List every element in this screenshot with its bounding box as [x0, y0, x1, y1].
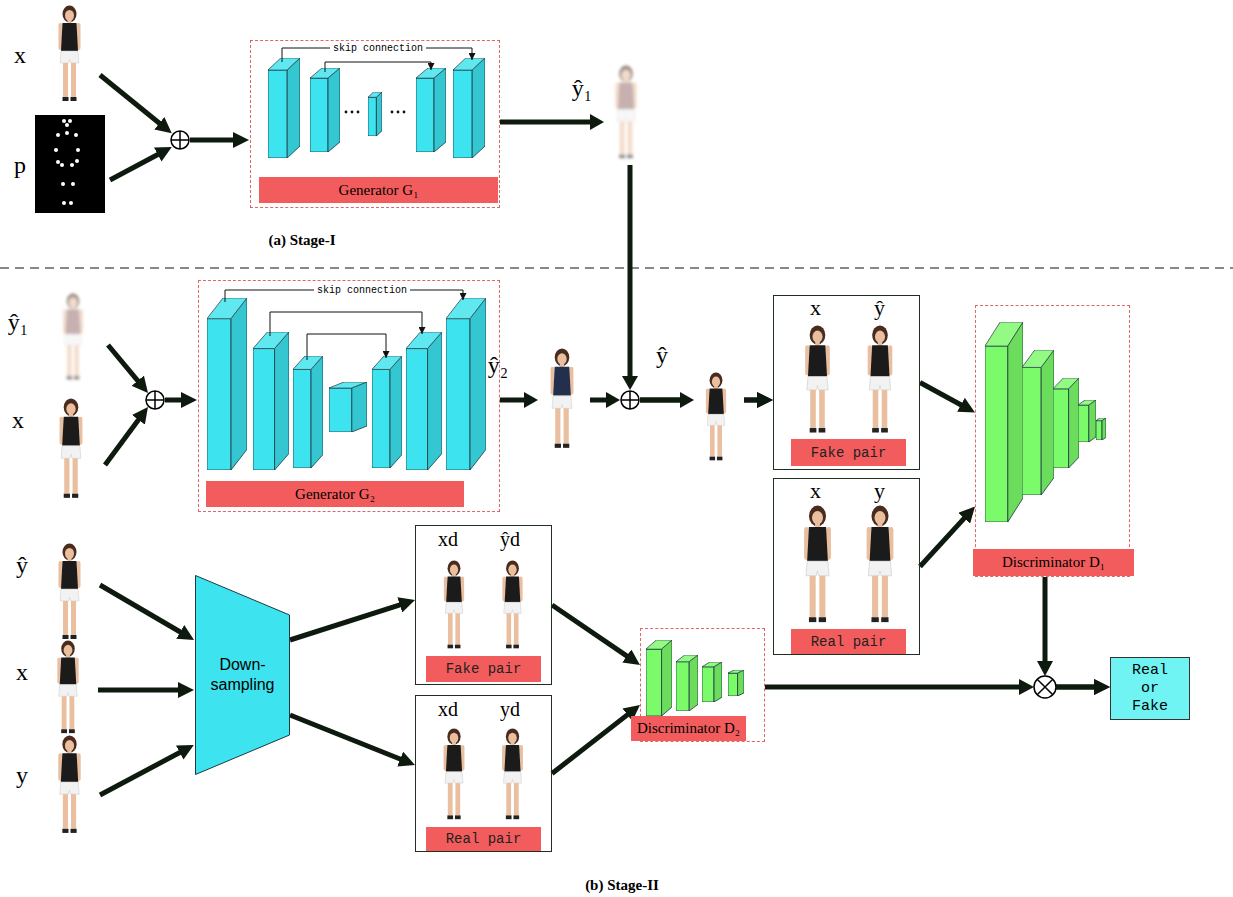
pair-label-band: Real pair — [791, 629, 906, 654]
discriminator-box: Discriminator D₁ — [975, 305, 1130, 577]
pose-map — [35, 115, 105, 213]
output-box: Real or Fake — [1110, 657, 1190, 720]
pair-label: Real pair — [426, 827, 541, 851]
image-symbol: y — [874, 480, 885, 502]
data-flow-arrow — [500, 122, 763, 400]
connection-label: skip connection — [330, 43, 426, 54]
pair-label-band: Fake pair — [791, 439, 906, 466]
pair-label-band: Real pair — [426, 827, 541, 851]
discriminator-label: Discriminator D₂ — [631, 716, 746, 741]
stage-caption: (b) Stage-II — [585, 877, 659, 894]
block-label: Down-sampling — [195, 575, 290, 775]
image-symbol: xd — [438, 699, 458, 719]
image-pair-box: x yReal pair — [773, 478, 920, 655]
ellipsis-dots — [345, 111, 406, 114]
image-label: ŷ₁ — [8, 310, 28, 334]
generator-box: Generator G₂ — [198, 280, 500, 512]
image-label: y — [16, 763, 28, 787]
image-pair-box: x ŷFake pair — [773, 295, 920, 470]
image-symbol: ŷd — [500, 529, 520, 549]
output-label: Real or Fake — [1111, 658, 1189, 719]
pair-label: Fake pair — [791, 439, 906, 466]
image-label: ŷ — [656, 343, 668, 367]
image-label: x — [16, 660, 28, 684]
image-label: p — [14, 153, 26, 177]
product-symbol — [1034, 676, 1056, 698]
stage-divider — [0, 268, 1233, 269]
discriminator-box: Discriminator D₂ — [640, 628, 765, 742]
skip-connection-lines — [225, 48, 472, 360]
data-flow-arrow — [552, 711, 632, 773]
connection-label: skip connection — [314, 285, 410, 296]
pair-label-band: Fake pair — [426, 656, 541, 682]
data-flow-arrow — [920, 383, 966, 408]
generator-box: Generator G₁ — [250, 40, 500, 208]
image-label: ŷ — [16, 553, 28, 577]
data-flow-arrow — [1045, 577, 1100, 687]
image-label: x — [14, 43, 26, 67]
trapezoid-outline — [195, 575, 290, 775]
generator-label: Generator G₁ — [259, 177, 498, 203]
generator-label: Generator G₂ — [206, 481, 464, 507]
image-label: x — [12, 408, 24, 432]
mid-arrowheads — [524, 114, 1053, 695]
data-flow-arrow — [765, 685, 1100, 690]
data-flow-arrow — [290, 715, 406, 761]
image-label: ŷ₂ — [488, 353, 508, 377]
data-flow-arrow — [500, 398, 763, 403]
pair-label: Fake pair — [426, 656, 541, 682]
data-flow-arrow — [290, 603, 405, 640]
image-symbol: yd — [500, 699, 520, 719]
image-symbol: ŷ — [874, 297, 885, 319]
image-pair-box: xd ŷdFake pair — [415, 525, 552, 685]
stage-caption: (a) Stage-I — [268, 232, 335, 249]
image-symbol: xd — [438, 529, 458, 549]
downsampling-block: Down-sampling — [195, 575, 290, 775]
sum-symbols — [146, 131, 639, 409]
pair-label: Real pair — [791, 629, 906, 654]
image-label: ŷ₁ — [572, 76, 592, 100]
discriminator-label: Discriminator D₁ — [973, 549, 1134, 576]
data-flow-arrow — [552, 605, 632, 659]
image-symbol: x — [810, 480, 821, 502]
image-symbol: x — [810, 297, 821, 319]
person-photos — [57, 6, 893, 833]
image-pair-box: xd ydReal pair — [415, 695, 552, 852]
generator-layers — [207, 58, 486, 470]
data-flow-arrow — [920, 514, 968, 567]
discriminator-layers — [646, 322, 1106, 716]
